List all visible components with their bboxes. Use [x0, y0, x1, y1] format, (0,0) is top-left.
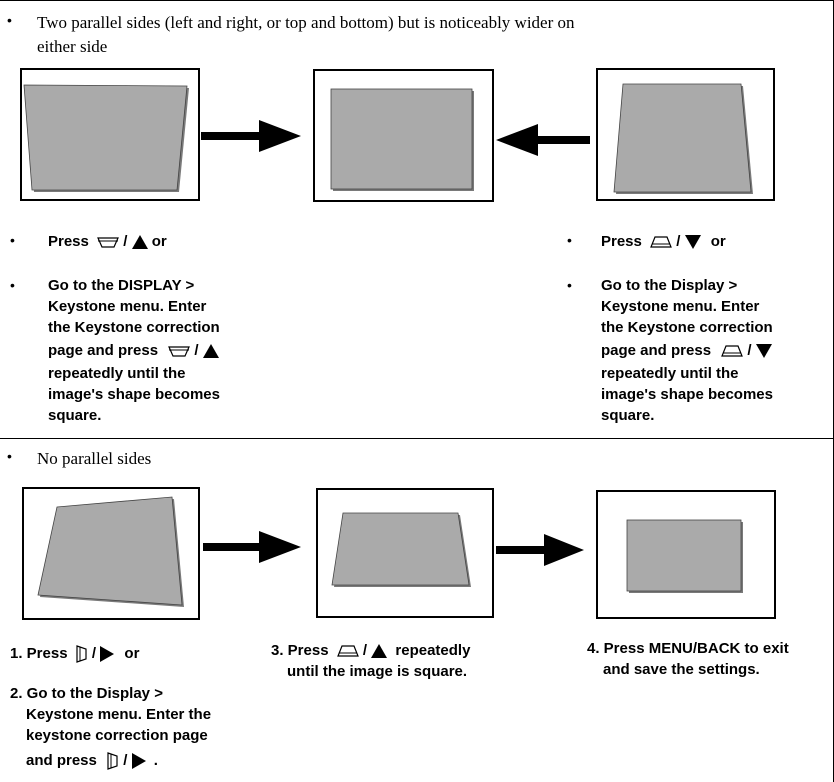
- right-goto-line: page and press: [601, 342, 712, 359]
- arrow-left-icon: [496, 124, 590, 156]
- left-goto-line: square.: [48, 407, 102, 424]
- arrow-right-icon: [201, 120, 301, 152]
- step-2: 2. Go to the Display > Keystone menu. En…: [10, 683, 211, 776]
- right-goto-text: Go to the Display > Keystone menu. Enter…: [601, 275, 773, 426]
- step3-line1: 3. Press / repeatedly: [271, 640, 470, 661]
- right-goto-sep: /: [747, 342, 752, 359]
- up-triangle-icon: [131, 235, 148, 250]
- section2-bullet: •: [7, 448, 12, 464]
- step-3: 3. Press / repeatedly until the image is…: [271, 640, 470, 682]
- left-press-label: Press: [48, 233, 89, 250]
- rectangle-corrected-shape: [330, 88, 474, 191]
- step2-line: and press: [26, 752, 97, 769]
- trapezoid-shape: [331, 512, 471, 587]
- up-triangle-icon: [202, 344, 219, 359]
- left-goto-line: the Keystone correction: [48, 319, 220, 336]
- left-press-line: Press / or: [48, 231, 167, 252]
- keystone-wide-top-frame: [20, 68, 200, 201]
- step4-line1: 4. Press MENU/BACK to exit: [587, 640, 789, 657]
- right-goto-line: Keystone menu. Enter: [601, 298, 760, 315]
- keystone-trapezoid-frame: [316, 488, 494, 618]
- left-goto-bullet: •: [10, 277, 15, 293]
- right-goto-line: image's shape becomes: [601, 386, 773, 403]
- step-4: 4. Press MENU/BACK to exit and save the …: [587, 638, 789, 680]
- left-goto-line: page and press: [48, 342, 159, 359]
- section1-bullet: •: [7, 12, 12, 28]
- step2-line: keystone correction page: [26, 727, 208, 744]
- step2-line: 2. Go to the Display >: [10, 685, 163, 702]
- right-press-or: or: [710, 233, 726, 250]
- right-goto-line-with-icons: page and press /: [601, 338, 773, 363]
- right-press-bullet: •: [567, 232, 572, 248]
- down-triangle-icon: [755, 344, 772, 359]
- keystone-left-icon: [76, 645, 87, 663]
- trapezoid-wide-bottom-shape: [613, 83, 753, 194]
- right-press-line: Press / or: [601, 231, 726, 252]
- step2-line: Keystone menu. Enter the: [26, 706, 212, 723]
- step3-prefix: 3. Press: [271, 642, 329, 659]
- step2-end: .: [153, 752, 158, 769]
- rectangle-shape: [626, 519, 743, 593]
- keystone-increase-top-icon: [336, 645, 359, 657]
- step4-line2: and save the settings.: [603, 661, 760, 678]
- right-triangle-icon: [100, 646, 115, 663]
- section2-heading: No parallel sides: [37, 449, 152, 468]
- section-divider: [0, 438, 834, 439]
- left-press-sep: /: [123, 233, 128, 250]
- step1-sep: /: [91, 645, 97, 662]
- keystone-decrease-top-icon: [97, 237, 119, 248]
- section1-heading-line1: Two parallel sides (left and right, or t…: [37, 13, 575, 32]
- step3-suffix: repeatedly: [395, 642, 471, 659]
- step3-sep: /: [362, 642, 368, 659]
- keystone-decrease-top-icon: [168, 346, 191, 357]
- left-goto-line: Keystone menu. Enter: [48, 298, 207, 315]
- right-triangle-icon: [131, 753, 146, 770]
- keystone-wide-bottom-frame: [596, 68, 775, 201]
- keystone-irregular-frame: [22, 487, 200, 620]
- step1-suffix: or: [124, 645, 140, 662]
- left-goto-line-with-icons: page and press /: [48, 338, 220, 363]
- right-goto-line: the Keystone correction: [601, 319, 773, 336]
- keystone-corrected-frame: [313, 69, 494, 202]
- section1-heading-line2: either side: [37, 37, 108, 56]
- keystone-increase-top-icon: [650, 236, 672, 248]
- table-top-border: [0, 0, 834, 1]
- step2-line-with-icons: and press / .: [10, 746, 211, 776]
- left-press-or: or: [151, 233, 167, 250]
- right-press-label: Press: [601, 233, 642, 250]
- step1-prefix: 1. Press: [10, 645, 68, 662]
- right-press-sep: /: [676, 233, 681, 250]
- left-goto-line: repeatedly until the: [48, 365, 186, 382]
- keystone-square-frame: [596, 490, 776, 619]
- trapezoid-wide-top-shape: [23, 84, 189, 192]
- keystone-increase-top-icon: [721, 345, 744, 357]
- arrow-right-icon: [203, 531, 301, 563]
- left-press-bullet: •: [10, 232, 15, 248]
- right-goto-bullet: •: [567, 277, 572, 293]
- step-1: 1. Press / or: [10, 643, 139, 664]
- left-goto-line: Go to the DISPLAY >: [48, 277, 195, 294]
- left-goto-line: image's shape becomes: [48, 386, 220, 403]
- left-goto-sep: /: [194, 342, 199, 359]
- right-goto-line: square.: [601, 407, 655, 424]
- right-goto-line: repeatedly until the: [601, 365, 739, 382]
- left-goto-text: Go to the DISPLAY > Keystone menu. Enter…: [48, 275, 220, 426]
- keystone-left-icon: [107, 752, 118, 770]
- step2-sep: /: [123, 752, 128, 769]
- step3-line2: until the image is square.: [287, 663, 468, 680]
- right-goto-line: Go to the Display >: [601, 277, 738, 294]
- arrow-right-icon: [496, 534, 584, 566]
- up-triangle-icon: [371, 644, 388, 659]
- irregular-quad-shape: [37, 496, 184, 607]
- down-triangle-icon: [684, 235, 701, 250]
